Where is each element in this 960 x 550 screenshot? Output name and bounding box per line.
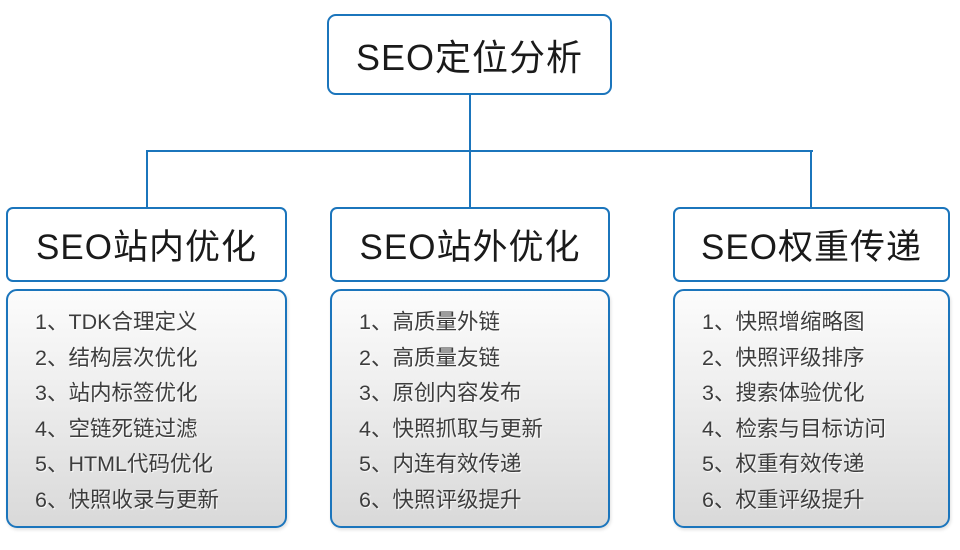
list-item: 6、权重评级提升 xyxy=(702,487,865,512)
list-item: 1、高质量外链 xyxy=(359,310,500,334)
connector-drop-center xyxy=(469,150,471,208)
list-item: 2、结构层次优化 xyxy=(35,345,198,370)
branch-header-onsite-title: SEO站内优化 xyxy=(36,228,257,267)
list-item: 4、空链死链过滤 xyxy=(35,416,198,441)
root-node-title: SEO定位分析 xyxy=(355,36,584,78)
list-item: 6、快照收录与更新 xyxy=(35,487,219,512)
list-item: 3、站内标签优化 xyxy=(35,381,198,405)
list-item: 5、权重有效传递 xyxy=(702,452,865,476)
branch-list-onsite: 1、TDK合理定义 2、结构层次优化 3、站内标签优化 4、空链死链过滤 5、H… xyxy=(6,289,287,528)
branch-header-offsite-title: SEO站外优化 xyxy=(359,228,581,267)
root-node-seo-positioning: SEO定位分析 xyxy=(327,14,612,95)
list-item: 5、HTML代码优化 xyxy=(35,452,213,476)
branch-header-weight-transfer: SEO权重传递 xyxy=(673,207,950,282)
list-item: 2、高质量友链 xyxy=(359,345,500,370)
list-item: 5、内连有效传递 xyxy=(359,452,522,476)
connector-horizontal xyxy=(146,150,813,152)
list-item: 4、检索与目标访问 xyxy=(702,416,886,441)
branch-header-weight-transfer-title: SEO权重传递 xyxy=(701,228,922,267)
list-item: 3、搜索体验优化 xyxy=(702,381,865,405)
connector-drop-right xyxy=(810,150,812,208)
list-item: 1、快照增缩略图 xyxy=(702,310,865,334)
branch-list-offsite: 1、高质量外链 2、高质量友链 3、原创内容发布 4、快照抓取与更新 5、内连有… xyxy=(330,289,610,528)
connector-root-vertical xyxy=(469,95,471,151)
list-item: 2、快照评级排序 xyxy=(702,345,865,370)
list-item: 1、TDK合理定义 xyxy=(35,310,198,334)
list-item: 3、原创内容发布 xyxy=(359,381,522,405)
branch-list-weight-transfer: 1、快照增缩略图 2、快照评级排序 3、搜索体验优化 4、检索与目标访问 5、权… xyxy=(673,289,950,528)
branch-header-offsite: SEO站外优化 xyxy=(330,207,610,282)
list-item: 4、快照抓取与更新 xyxy=(359,416,543,441)
branch-header-onsite: SEO站内优化 xyxy=(6,207,287,282)
list-item: 6、快照评级提升 xyxy=(359,487,522,512)
connector-drop-left xyxy=(146,150,148,208)
